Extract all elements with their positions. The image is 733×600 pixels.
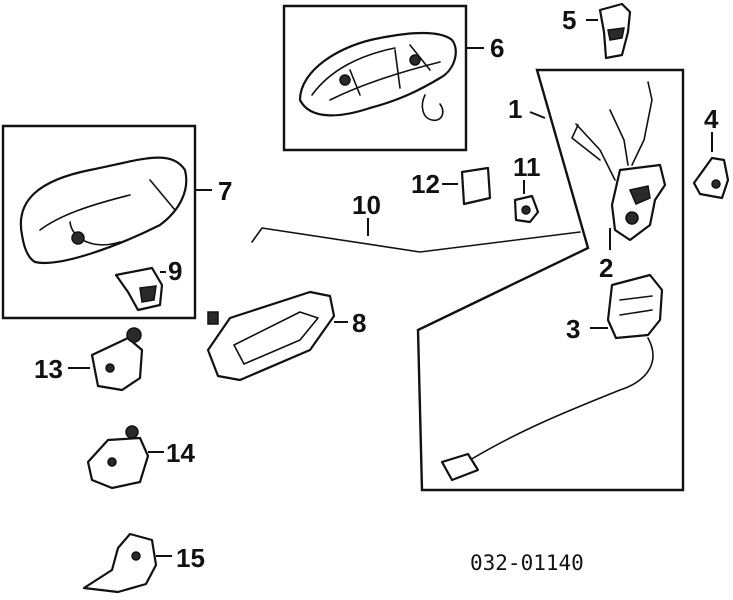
part-3-actuator-lines <box>619 295 653 316</box>
part-6-pivot-2 <box>409 54 421 66</box>
part-8-bezel-inner <box>233 311 319 365</box>
part-14-hinge <box>86 436 150 490</box>
part-7-box <box>1 124 197 320</box>
part-14-hole <box>107 457 117 467</box>
part-6-clip <box>421 94 444 122</box>
part-6-pivot <box>339 74 351 86</box>
part-label-7: 7 <box>218 176 232 206</box>
part-12-clip <box>460 166 492 206</box>
part-4-striker <box>692 156 730 200</box>
part-label-4: 4 <box>704 104 719 134</box>
part-label-1: 1 <box>508 94 522 124</box>
part-6-handle-body <box>298 31 457 117</box>
part-6-box <box>282 4 468 152</box>
part-6-handle-detail <box>311 44 441 101</box>
part-14-knob <box>125 425 139 439</box>
part-10-rod <box>251 227 581 253</box>
part-label-11: 11 <box>513 152 541 182</box>
part-8-tab <box>207 311 219 325</box>
part-label-14: 14 <box>166 438 195 468</box>
part-6-outer-handle-group <box>282 4 468 152</box>
part-4-bolt <box>711 179 721 189</box>
part-label-13: 13 <box>34 354 63 384</box>
part-13-hinge <box>90 336 144 392</box>
part-1-box <box>416 68 685 492</box>
part-7-pivot <box>71 231 85 245</box>
part-1-leader <box>529 111 546 119</box>
part-label-12: 12 <box>411 169 440 199</box>
part-2-latch-pin <box>625 211 639 225</box>
part-11-hole <box>521 205 531 215</box>
part-13-hole <box>105 363 115 373</box>
part-label-3: 3 <box>566 314 580 344</box>
part-9-detail <box>139 285 157 303</box>
part-15-hole <box>131 551 141 561</box>
part-label-15: 15 <box>176 543 205 573</box>
part-label-10: 10 <box>352 190 381 220</box>
part-1-rods <box>571 81 653 181</box>
part-7-handle-body <box>19 156 188 265</box>
part-3-actuator <box>606 273 664 340</box>
part-label-6: 6 <box>490 33 504 63</box>
part-5-cap-slot <box>607 27 625 41</box>
part-15-hinge <box>82 532 158 594</box>
part-label-2: 2 <box>599 253 613 283</box>
part-label-5: 5 <box>562 5 576 35</box>
part-13-knob <box>126 327 142 343</box>
part-label-9: 9 <box>168 256 182 286</box>
part-3-cable <box>469 337 654 461</box>
reference-code: 032-01140 <box>470 551 584 575</box>
part-2-latch-detail <box>628 185 651 205</box>
part-label-8: 8 <box>352 308 366 338</box>
part-7-handle-detail <box>39 179 176 246</box>
part-8-bezel <box>206 290 336 382</box>
part-3-connector <box>440 452 480 482</box>
